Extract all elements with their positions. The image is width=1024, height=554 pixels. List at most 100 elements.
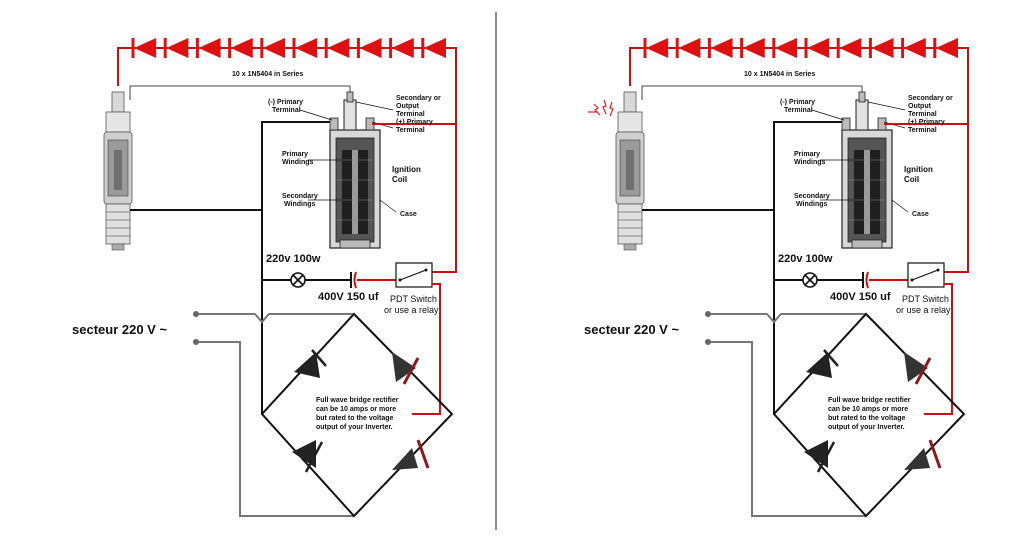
- ignition-coil: [329, 91, 381, 249]
- wire-coil-output: [129, 85, 351, 100]
- mains-terminal-1: [193, 311, 199, 317]
- series-diode: [391, 38, 414, 58]
- bridge-diode-bl: [292, 440, 316, 468]
- mains-label: secteur 220 V ~: [72, 322, 167, 337]
- mains-terminal-1: [705, 311, 711, 317]
- capacitor-label: 400V 150 uf: [318, 291, 379, 303]
- mains-label: secteur 220 V ~: [584, 322, 679, 337]
- series-diode: [295, 38, 318, 58]
- series-diode: [903, 38, 926, 58]
- series-diode: [359, 38, 382, 58]
- mains-wires: [708, 313, 866, 517]
- wire-black-main: [773, 121, 842, 414]
- switch-label-2: or use a relay: [896, 305, 951, 315]
- series-diode: [166, 38, 189, 58]
- neg-primary-line1: (-) Primary: [268, 99, 303, 106]
- case-label: Case: [912, 211, 929, 218]
- bridge-rectifier: [260, 312, 454, 518]
- diode-string-label: 10 x 1N5404 in Series: [232, 71, 303, 78]
- rectifier-note-line: Full wave bridge rectifier: [828, 397, 911, 404]
- bridge-diode-tl: [294, 352, 320, 378]
- series-diode: [742, 38, 765, 58]
- series-diode: [230, 38, 253, 58]
- series-diode: [423, 38, 446, 58]
- series-diode: [774, 38, 797, 58]
- rectifier-note-line: output of your Inverter.: [828, 424, 905, 431]
- diode-string: [128, 38, 452, 58]
- lamp-label: 220v 100w: [778, 253, 833, 265]
- wire-diode-to-plug: [117, 47, 128, 86]
- spark-icon: [588, 99, 614, 117]
- wire-coil-output: [641, 85, 863, 100]
- series-diode: [710, 38, 733, 58]
- switch-label-1: PDT Switch: [902, 294, 949, 304]
- wire-switch-bridge: [412, 283, 441, 415]
- series-diode: [678, 38, 701, 58]
- diode-string: [640, 38, 964, 58]
- capacitor: [350, 271, 357, 289]
- series-diode: [871, 38, 894, 58]
- lamp: [290, 272, 306, 288]
- bridge-rectifier: [772, 312, 966, 518]
- pdt-switch: [395, 262, 433, 288]
- wire-black-main: [261, 121, 330, 414]
- bridge-diode-tl: [806, 352, 832, 378]
- rectifier-note-line: can be 10 amps or more: [316, 406, 396, 413]
- lamp-label: 220v 100w: [266, 253, 321, 265]
- spark-plug: [103, 91, 133, 251]
- capacitor: [862, 271, 869, 289]
- spark-plug: [615, 91, 645, 251]
- series-diode: [198, 38, 221, 58]
- rectifier-note-line: can be 10 amps or more: [828, 406, 908, 413]
- series-diode: [646, 38, 669, 58]
- switch-label-2: or use a relay: [384, 305, 439, 315]
- rectifier-note-line: Full wave bridge rectifier: [316, 397, 399, 404]
- switch-label-1: PDT Switch: [390, 294, 437, 304]
- bridge-diode-br: [392, 448, 418, 470]
- bridge-diode-tr: [392, 352, 416, 382]
- series-diode: [839, 38, 862, 58]
- wire-diode-right: [432, 47, 457, 273]
- bridge-diode-bl: [804, 440, 828, 468]
- panel-divider: [495, 12, 497, 530]
- rectifier-note: Full wave bridge rectifier can be 10 amp…: [316, 397, 400, 431]
- ignition-coil: [841, 91, 893, 249]
- wire-diode-to-plug: [629, 47, 640, 86]
- neg-primary-line1: (-) Primary: [780, 99, 815, 106]
- capacitor-label: 400V 150 uf: [830, 291, 891, 303]
- mains-terminal-2: [705, 339, 711, 345]
- rectifier-note-line: but rated to the voltage: [316, 415, 394, 422]
- pdt-switch: [907, 262, 945, 288]
- series-diode: [262, 38, 285, 58]
- series-diode: [134, 38, 157, 58]
- lamp: [802, 272, 818, 288]
- rectifier-note-line: but rated to the voltage: [828, 415, 906, 422]
- wire-diode-right: [944, 47, 969, 273]
- bridge-diode-tr: [904, 352, 928, 382]
- case-label: Case: [400, 211, 417, 218]
- rectifier-note-line: output of your Inverter.: [316, 424, 393, 431]
- series-diode: [935, 38, 958, 58]
- mains-terminal-2: [193, 339, 199, 345]
- wire-switch-bridge: [924, 283, 953, 415]
- series-diode: [807, 38, 830, 58]
- series-diode: [327, 38, 350, 58]
- bridge-diode-br: [904, 448, 930, 470]
- rectifier-note: Full wave bridge rectifier can be 10 amp…: [828, 397, 912, 431]
